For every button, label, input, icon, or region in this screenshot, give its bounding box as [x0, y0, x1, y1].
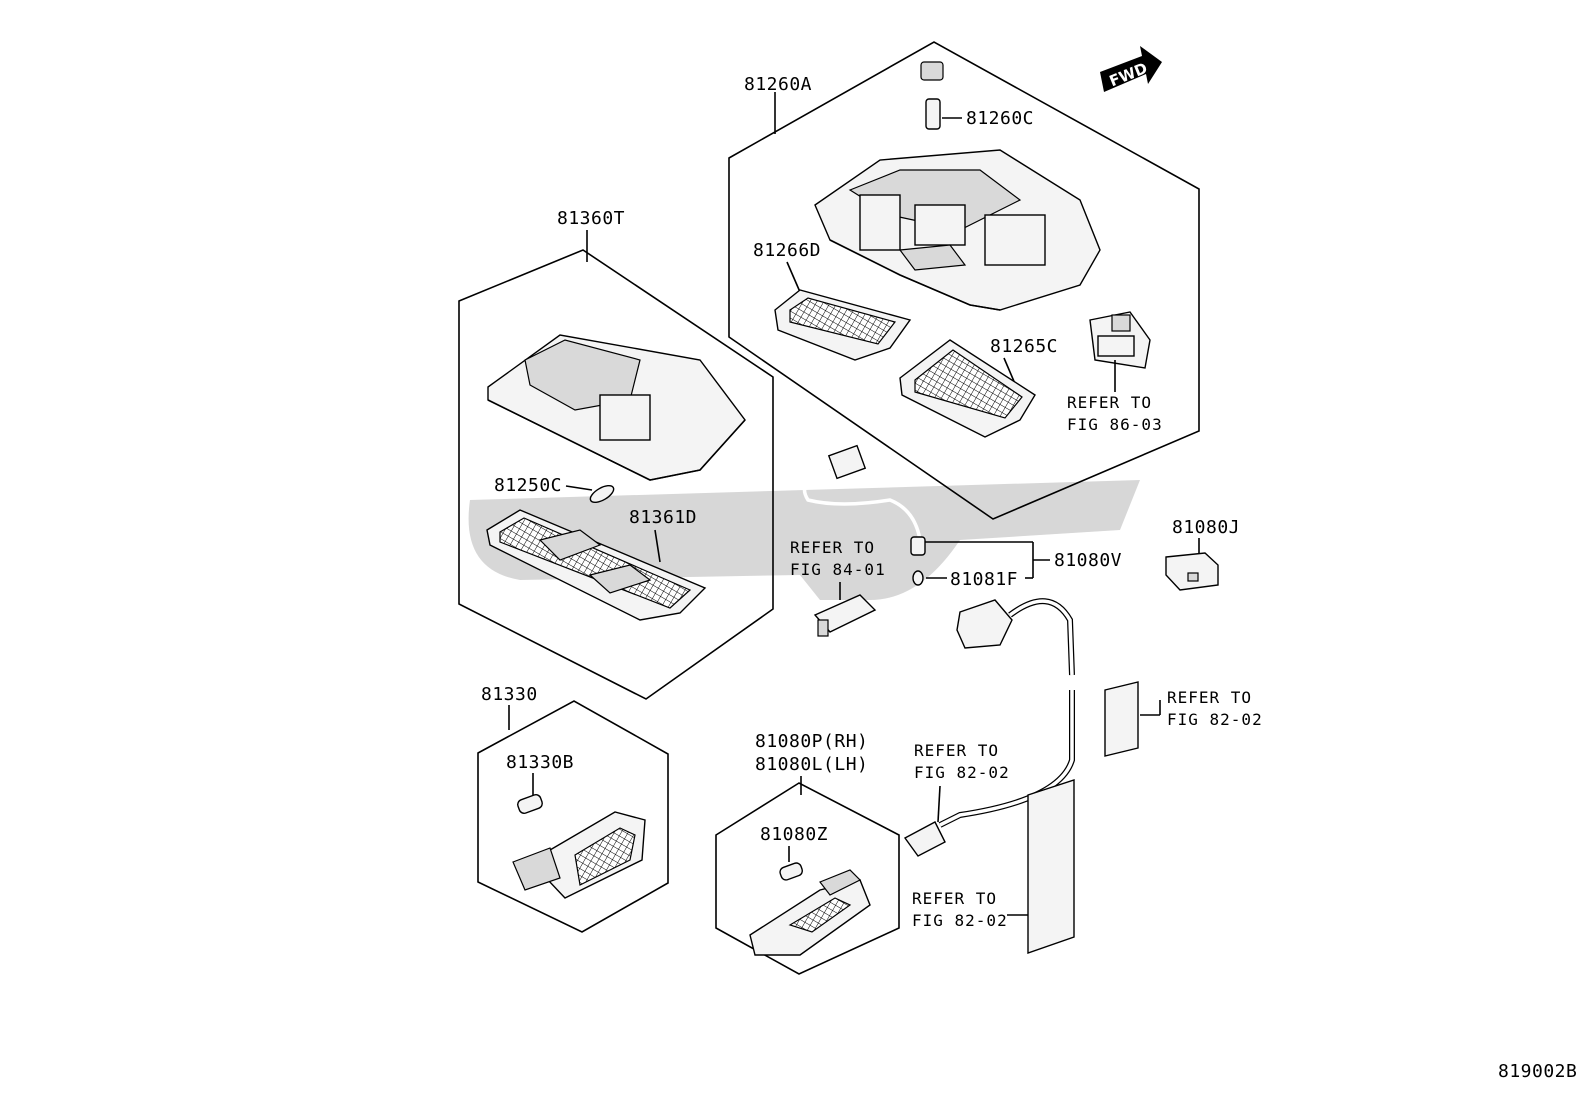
group-81360t-frame [458, 249, 774, 700]
label-81260a: 81260A [744, 74, 812, 95]
label-81260c: 81260C [966, 108, 1034, 129]
group-81080pl: 81080P(RH) 81080L(LH) 81080Z [715, 731, 900, 975]
group-81080pl-frame [715, 782, 900, 975]
label-81250c: 81250C [494, 475, 562, 496]
ref-82-02-a-line1: REFER TO [914, 741, 999, 760]
headliner-pad-long[interactable] [1027, 779, 1075, 954]
ref-86-03-line2: FIG 86-03 [1067, 415, 1163, 434]
ref-82-02-a-line2: FIG 82-02 [914, 763, 1010, 782]
label-81080j: 81080J [1172, 517, 1240, 538]
switch-module[interactable] [1089, 311, 1151, 369]
group-81080v: REFER TO FIG 84-01 81080V 81081F REFER T… [790, 444, 1263, 954]
door-switch[interactable] [813, 594, 877, 637]
label-81080z: 81080Z [760, 824, 828, 845]
lens-81265c[interactable] [899, 339, 1036, 438]
courtesy-lamp[interactable] [749, 869, 871, 956]
label-81330: 81330 [481, 684, 538, 705]
group-81360t: 81360T 81250C 81361D [458, 208, 774, 700]
group-81260a: 81260A 81260C FWD 81266D [728, 41, 1200, 520]
bulb-81080z[interactable] [779, 862, 804, 882]
label-81080l: 81080L(LH) [755, 754, 868, 775]
figure-code: 819002B [1498, 1061, 1577, 1082]
group-81260a-frame [728, 41, 1200, 520]
headliner-pad-small[interactable] [1104, 681, 1139, 757]
bulb-81330b[interactable] [516, 793, 543, 814]
label-81081f: 81081F [950, 569, 1018, 590]
lens-81361d[interactable] [486, 509, 707, 621]
clip-81260c[interactable] [920, 61, 944, 130]
ref-82-02-b-line2: FIG 82-02 [1167, 710, 1263, 729]
ref-84-01-line2: FIG 84-01 [790, 560, 886, 579]
label-81080p: 81080P(RH) [755, 731, 868, 752]
label-81361d: 81361D [629, 507, 697, 528]
label-81330b: 81330B [506, 752, 574, 773]
cap-81080j[interactable] [1165, 552, 1219, 591]
ref-82-02-c-line2: FIG 82-02 [912, 911, 1008, 930]
ref-82-02-b-line1: REFER TO [1167, 688, 1252, 707]
label-81360t: 81360T [557, 208, 625, 229]
lamp-81330[interactable] [512, 811, 646, 899]
ref-82-02-c-line1: REFER TO [912, 889, 997, 908]
group-81080j: 81080J [1165, 517, 1240, 591]
label-81265c: 81265C [990, 336, 1058, 357]
wire-harness-upper[interactable] [802, 444, 926, 586]
ref-84-01-line1: REFER TO [790, 538, 875, 557]
group-81330-frame [477, 700, 669, 933]
bulb-81250c[interactable] [588, 482, 617, 505]
fwd-arrow-icon: FWD [1100, 46, 1162, 92]
group-81330: 81330 81330B [477, 684, 669, 933]
label-81080v: 81080V [1054, 550, 1122, 571]
lens-81266d[interactable] [774, 289, 912, 361]
label-81266d: 81266D [753, 240, 821, 261]
map-lamp-housing[interactable] [487, 334, 746, 481]
overhead-console-housing[interactable] [814, 149, 1101, 311]
ref-86-03-line1: REFER TO [1067, 393, 1152, 412]
